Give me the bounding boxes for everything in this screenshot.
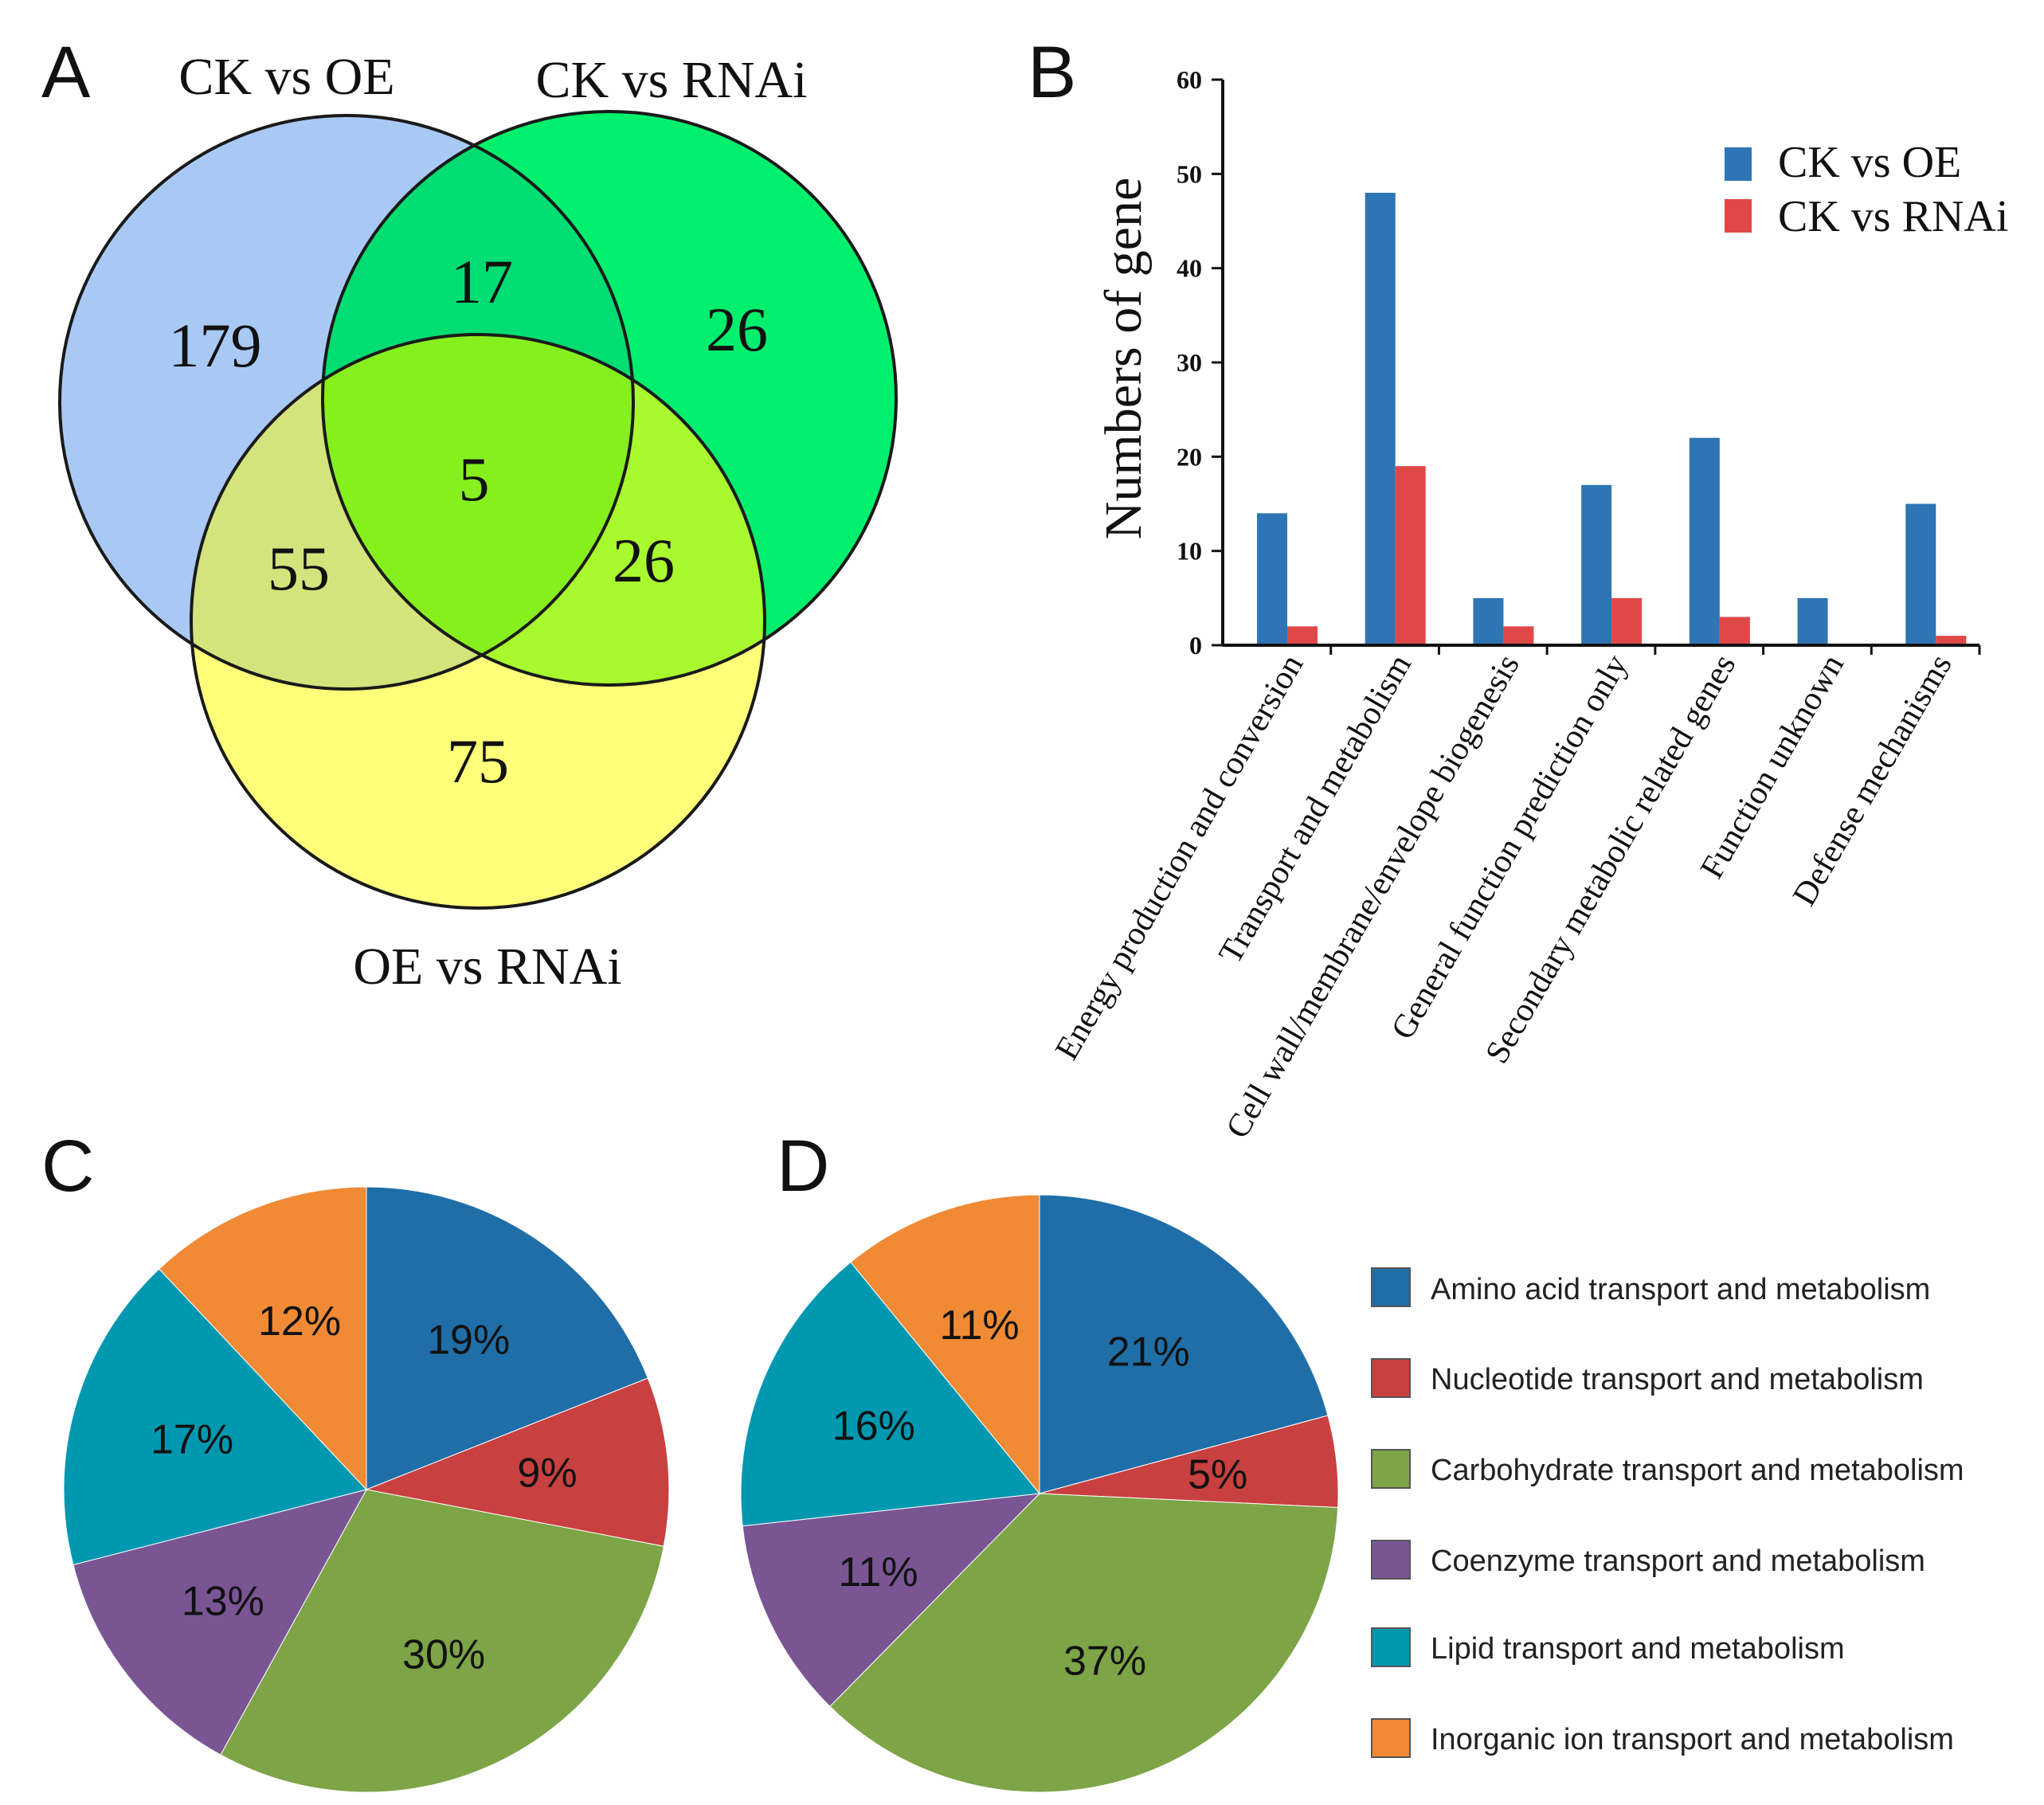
- pie-legend-item: Amino acid transport and metabolism: [1371, 1267, 1930, 1307]
- pie-slice: [742, 1493, 1041, 1707]
- y-tick-label: 0: [1189, 631, 1202, 660]
- pie-chart-d: 21% 5% 37% 11% 16% 11%: [740, 1194, 1339, 1793]
- legend-swatch: [1371, 1540, 1411, 1580]
- venn-count: 26: [706, 295, 768, 364]
- legend-label: Inorganic ion transport and metabolism: [1431, 1723, 1954, 1756]
- panel-label-b: B: [1028, 32, 1076, 113]
- venn-outline-b: [321, 110, 898, 687]
- panel-label-c: C: [41, 1126, 94, 1207]
- legend-swatch: [1725, 199, 1752, 233]
- legend-swatch: [1371, 1718, 1411, 1758]
- pie-slice: [1039, 1194, 1329, 1494]
- legend-label: CK vs OE: [1778, 138, 1961, 187]
- pie-slice-label: 17%: [151, 1416, 233, 1462]
- legend-label: CK vs RNAi: [1778, 192, 2008, 241]
- pie-chart-c: 19% 9% 30% 13% 17% 12%: [63, 1186, 670, 1793]
- bar: [1611, 597, 1643, 645]
- venn-count: 5: [459, 444, 490, 514]
- venn-count: 55: [268, 534, 330, 603]
- pie-slice: [850, 1194, 1040, 1495]
- pie-slice: [63, 1268, 367, 1566]
- y-axis-label: Numbers of gene: [1094, 178, 1153, 540]
- legend-label: Lipid transport and metabolism: [1431, 1632, 1845, 1666]
- pie-slice-label: 30%: [402, 1631, 485, 1678]
- pie-slice-label: 5%: [1188, 1452, 1247, 1498]
- venn-count: 26: [613, 526, 675, 595]
- bar: [1473, 597, 1504, 645]
- bar: [1905, 503, 1936, 645]
- bar: [1395, 466, 1426, 645]
- pie-slice: [220, 1489, 664, 1793]
- y-tick-label: 40: [1177, 254, 1202, 283]
- pie-legend-item: Inorganic ion transport and metabolism: [1371, 1718, 1954, 1758]
- y-tick-label: 30: [1177, 348, 1202, 377]
- bar: [1797, 597, 1828, 645]
- pie-slice-label: 21%: [1107, 1329, 1190, 1375]
- legend-label: Amino acid transport and metabolism: [1431, 1273, 1930, 1306]
- legend-swatch: [1725, 147, 1752, 181]
- pie-slice-label: 11%: [838, 1549, 918, 1596]
- venn-set-label: CK vs RNAi: [535, 51, 807, 109]
- pie-slice-label: 12%: [258, 1298, 341, 1345]
- bar: [1365, 193, 1396, 645]
- venn-count: 17: [451, 247, 513, 316]
- pie-legend-item: Coenzyme transport and metabolism: [1371, 1540, 1925, 1580]
- venn-count: 179: [169, 311, 262, 380]
- panel-label-a: A: [41, 32, 91, 113]
- pie-slice-label: 19%: [427, 1317, 510, 1363]
- legend-swatch: [1371, 1449, 1411, 1489]
- legend-swatch: [1371, 1267, 1411, 1307]
- bar: [1503, 626, 1534, 645]
- pie-slice-label: 37%: [1063, 1639, 1146, 1685]
- pie-slice-label: 11%: [939, 1302, 1019, 1349]
- venn-outline-a: [58, 114, 635, 691]
- y-tick-label: 50: [1177, 159, 1202, 188]
- pie-slice: [159, 1186, 367, 1491]
- venn-outline-c: [190, 333, 766, 910]
- pie-legend-item: Nucleotide transport and metabolism: [1371, 1358, 1924, 1398]
- bar: [1257, 513, 1287, 645]
- pie-slice-label: 9%: [517, 1451, 577, 1497]
- pie-slice: [366, 1186, 648, 1490]
- venn-set-label: CK vs OE: [178, 48, 394, 106]
- pie-slice: [365, 1377, 670, 1547]
- y-tick-label: 10: [1177, 537, 1202, 566]
- pie-slice-label: 13%: [182, 1579, 264, 1625]
- bar: [1287, 626, 1318, 645]
- venn-set-label: OE vs RNAi: [353, 938, 621, 996]
- legend-label: Coenzyme transport and metabolism: [1431, 1545, 1925, 1578]
- pie-legend: Amino acid transport and metabolism Nucl…: [1371, 1267, 1964, 1758]
- bar: [1581, 484, 1612, 645]
- venn-count: 75: [447, 726, 509, 796]
- legend-label: Carbohydrate transport and metabolism: [1431, 1454, 1964, 1487]
- legend-label: Nucleotide transport and metabolism: [1431, 1363, 1924, 1396]
- legend-swatch: [1371, 1358, 1411, 1398]
- legend-swatch: [1371, 1627, 1411, 1667]
- pie-legend-item: Carbohydrate transport and metabolism: [1371, 1449, 1964, 1489]
- y-tick-label: 60: [1177, 65, 1202, 94]
- x-tick-label: Transport and metabolism: [1212, 648, 1419, 970]
- y-tick-label: 20: [1177, 442, 1202, 471]
- bar: [1719, 617, 1750, 645]
- pie-legend-item: Lipid transport and metabolism: [1371, 1627, 1845, 1667]
- bar-legend: CK vs OE CK vs RNAi: [1725, 138, 2008, 241]
- pie-slice: [740, 1261, 1040, 1527]
- venn-panel: A CK vs OE CK vs RNAi OE vs RNAi 179 26 …: [41, 32, 898, 996]
- bar: [1936, 636, 1967, 645]
- pie-slice: [829, 1493, 1339, 1793]
- panel-label-d: D: [777, 1126, 829, 1207]
- bar: [1689, 437, 1720, 645]
- pie-slice-label: 16%: [832, 1404, 915, 1450]
- pie-slice: [72, 1489, 367, 1756]
